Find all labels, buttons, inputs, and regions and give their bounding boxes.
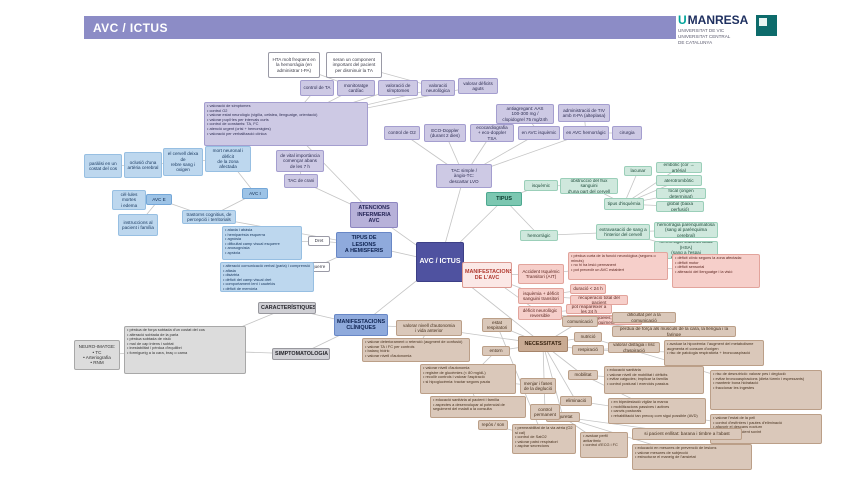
- map-node-g3: hemorràgic: [520, 230, 558, 241]
- map-node-g10: global (baixa perfusió): [656, 201, 704, 212]
- logo-subline: DE CATALUNYA: [678, 39, 713, 45]
- map-node-g9: focal (origen determinat): [656, 188, 706, 199]
- map-node-t9: control de O2: [384, 126, 420, 140]
- map-node-g12: hemorràgia parenquimatosa(sang al parènq…: [654, 222, 718, 238]
- map-node-t13: en AVC hemorràgic: [563, 126, 609, 140]
- map-node-t14: cirurgia: [612, 126, 642, 140]
- map-node-m3: TAC simple /àngio-TC:descartar LVO: [436, 164, 492, 188]
- map-node-n3: nutrició: [574, 332, 602, 342]
- map-node-d8: • en bipedestació vigilar la marxa• mobi…: [608, 398, 706, 424]
- accreditation-seal: [756, 15, 777, 36]
- logo-sublines: UNIVERSITAT DE VIC UNIVERSITAT CENTRAL D…: [678, 28, 754, 46]
- map-node-w3: si pacient enllitat: barana i timbre a l…: [632, 428, 742, 440]
- logo-u-mark: U: [678, 13, 687, 27]
- map-node-t3: control de TA: [300, 80, 334, 96]
- map-node-g8: aterotrombòtic: [656, 175, 702, 186]
- map-node-t10: ECO-Doppler(durant 2 dies): [424, 124, 466, 142]
- map-node-v8: • educació sanitària al pacient i famíli…: [430, 396, 526, 418]
- map-node-n1: NECESSITATS: [518, 336, 568, 352]
- map-node-v5: • valorar nivell d'autonomia• registre d…: [420, 364, 516, 394]
- map-node-n2: comunicació: [562, 316, 598, 327]
- map-node-d4: • avaluar la hipoxèmia: l'augment del me…: [664, 340, 764, 366]
- map-node-d7: • risc de desnutrició: valorar pes i deg…: [710, 370, 822, 410]
- map-node-d3: valorar disfàgia i risc d'aspiració: [608, 342, 660, 353]
- page-title: AVC / ICTUS: [93, 20, 168, 35]
- map-node-n5: mobilitat: [568, 370, 598, 380]
- map-node-t5: valoració de símptomes: [378, 80, 418, 96]
- map-node-w1: • permeabilitat de la via aèria (O2 si c…: [512, 424, 576, 454]
- map-node-d2: pèrdua de força als músculs de la cara, …: [612, 326, 736, 337]
- map-node-m2: TAC de crani: [284, 174, 318, 188]
- map-node-t6: valoració neurològica: [421, 80, 455, 96]
- map-node-w4: • educació en mesures de prevenció de le…: [632, 444, 752, 470]
- map-node-v7: repòs / son: [478, 420, 508, 430]
- map-node-n6: eliminació: [560, 396, 592, 406]
- map-node-b12: Dret: [308, 236, 330, 246]
- map-node-c1: AVC / ICTUS: [416, 242, 464, 282]
- map-node-n4: respiració: [572, 345, 604, 355]
- map-node-p8: pot reaparèixer a les 24 h: [566, 304, 612, 314]
- logo-subline: UNIVERSITAT CENTRAL: [678, 33, 731, 39]
- map-node-p5: duració < 24 h: [570, 284, 606, 294]
- map-node-g1: TIPUS: [486, 192, 522, 206]
- map-node-t8: • valoració de símptomes• control O2• va…: [204, 102, 368, 146]
- map-node-g7: embòlic (cor → artèria): [656, 162, 702, 173]
- map-node-gr2: • pèrdua de força sobtada d'un costat de…: [124, 326, 246, 374]
- map-node-gr4: SIMPTOMATOLOGIA: [272, 348, 330, 360]
- logo-name: MANRESA: [687, 13, 749, 27]
- map-node-g5: tipus d'isquèmia: [604, 198, 644, 210]
- map-node-p3: • dèficit clínic segons la zona afectada…: [672, 254, 760, 288]
- title-bar: AVC / ICTUS: [84, 16, 676, 39]
- map-node-b10: • ataxia i abàsia• hemiparèsia esquerra•…: [222, 226, 302, 260]
- map-node-b6: AVC E: [146, 194, 172, 205]
- logo-wordmark: UMANRESA: [678, 14, 754, 26]
- map-node-d6: • educació sanitària• valorar nivell de …: [604, 366, 704, 394]
- map-node-v4: entorn: [482, 346, 510, 356]
- map-node-p2: • pèrdua curta de la funció neurològica …: [568, 252, 668, 280]
- map-node-g6: lacunar: [624, 166, 652, 176]
- map-node-t4: monitoratge cardíac: [337, 80, 375, 96]
- university-logo: UMANRESA UNIVERSITAT DE VIC UNIVERSITAT …: [678, 14, 754, 46]
- map-node-w2: • avaluar perfil antiarítmic• control d'…: [580, 432, 628, 458]
- logo-subline: UNIVERSITAT DE VIC: [678, 28, 725, 33]
- map-node-b7: AVC I: [242, 188, 268, 199]
- map-node-v3: • valorar deteriorament o retenció (augm…: [362, 338, 470, 362]
- map-node-gr3: CARACTERÍSTIQUES: [258, 302, 316, 314]
- map-node-t7: valorar dèficits aguts: [458, 78, 498, 94]
- map-node-t11: ecocardiografia+ eco-doppler TSA: [470, 124, 514, 142]
- map-node-gr1: NEURO-IMATGE:• TC• Arteriografia• RNM: [74, 340, 120, 370]
- map-node-t12: en AVC isquèmic: [518, 126, 560, 140]
- map-node-g2: isquèmic: [524, 180, 558, 191]
- map-node-b15: • alteració comunicació verbal (parla) i…: [220, 262, 314, 292]
- map-node-d1: dificultat per a la comunicació: [612, 312, 676, 323]
